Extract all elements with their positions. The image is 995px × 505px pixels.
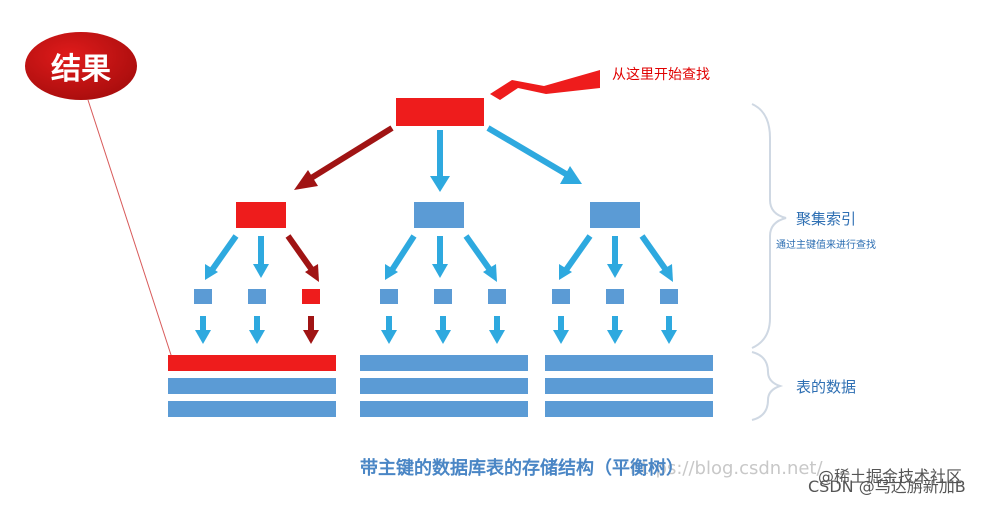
data-row: [168, 378, 336, 394]
root-arrow-right: [486, 125, 582, 184]
leaf-node: [660, 289, 678, 304]
data-block-middle: [360, 355, 528, 417]
branch-arrows-left: [205, 234, 319, 282]
data-row: [545, 401, 713, 417]
start-arrow: [490, 70, 600, 100]
result-label: 结果: [51, 52, 111, 87]
result-pointer-line: [87, 99, 173, 359]
leaf-node-result: [302, 289, 320, 304]
data-arrows: [195, 316, 677, 344]
watermark-juejin: @稀土掘金技术社区: [818, 467, 963, 486]
level2-node-right: [590, 202, 640, 228]
leaf-node: [552, 289, 570, 304]
data-row: [360, 355, 528, 371]
url-watermark: https://blog.csdn.net/: [630, 458, 823, 479]
data-row-result: [168, 355, 336, 371]
data-row: [545, 355, 713, 371]
level2-node-left: [236, 202, 286, 228]
leaf-node: [248, 289, 266, 304]
root-arrow-middle: [430, 130, 450, 192]
result-callout: [25, 32, 173, 359]
data-row: [168, 401, 336, 417]
data-row: [360, 401, 528, 417]
leaf-node: [194, 289, 212, 304]
root-node: [396, 98, 484, 126]
leaf-nodes: [194, 289, 678, 304]
watermark-csdn: CSDN @乌达旃新加B: [808, 477, 966, 496]
start-here-label: 从这里开始查找: [612, 67, 710, 83]
root-arrow-left: [294, 125, 394, 190]
data-bracket: [751, 351, 784, 421]
index-bracket: [751, 103, 787, 349]
clustered-index-sublabel: 通过主键值来进行查找: [776, 240, 876, 251]
branch-arrows-right: [559, 234, 673, 282]
result-bubble: [25, 32, 137, 100]
diagram-caption: 带主键的数据库表的存储结构（平衡树）: [360, 458, 684, 479]
table-data-label: 表的数据: [796, 378, 857, 396]
leaf-node: [488, 289, 506, 304]
data-row: [545, 378, 713, 394]
data-block-right: [545, 355, 713, 417]
branch-arrows-middle: [385, 234, 497, 282]
leaf-node: [434, 289, 452, 304]
level2-node-middle: [414, 202, 464, 228]
data-row: [360, 378, 528, 394]
leaf-node: [380, 289, 398, 304]
clustered-index-label: 聚集索引: [796, 210, 857, 228]
data-block-left: [168, 355, 336, 417]
leaf-node: [606, 289, 624, 304]
